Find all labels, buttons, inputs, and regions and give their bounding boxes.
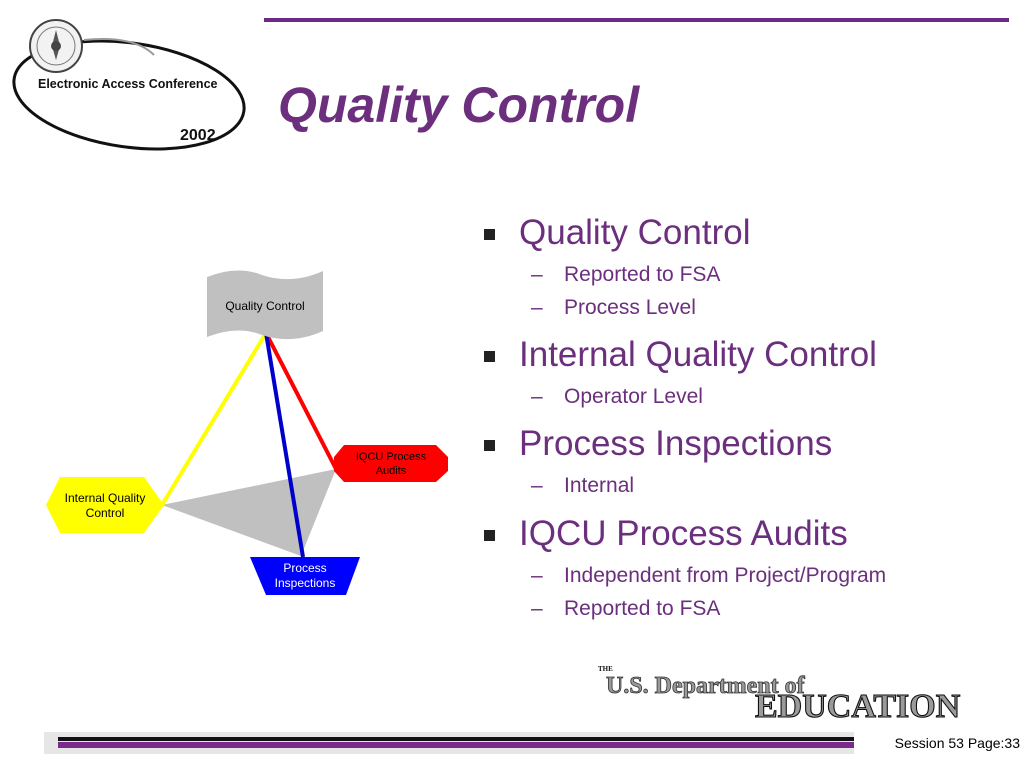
bullet-text: Process Inspections xyxy=(519,424,833,464)
sub-bullet-item: –Independent from Project/Program xyxy=(519,564,1000,588)
dash-marker: – xyxy=(531,596,543,620)
sub-bullet-text: Independent from Project/Program xyxy=(564,563,887,587)
node-process-inspections: Process Inspections xyxy=(250,557,360,595)
node-iqc-label-1: Internal Quality xyxy=(65,491,146,505)
square-bullet-icon xyxy=(484,351,495,363)
bullet-list: Quality Control –Reported to FSA –Proces… xyxy=(480,212,1000,621)
ed-logo-the: THE xyxy=(598,665,613,673)
bullet-text: Internal Quality Control xyxy=(519,335,877,375)
conference-name: Electronic Access Conference xyxy=(38,77,218,91)
bullet-item: IQCU Process Audits –Independent from Pr… xyxy=(480,513,1000,621)
node-quality-control-label: Quality Control xyxy=(225,299,304,313)
top-rule xyxy=(264,18,1009,22)
node-quality-control: Quality Control xyxy=(207,270,323,340)
sub-bullet-text: Process Level xyxy=(564,296,696,320)
sub-bullet-item: –Internal xyxy=(519,474,1000,498)
sub-bullet-text: Reported to FSA xyxy=(564,596,721,620)
node-iqcu-label-1: IQCU Process xyxy=(356,451,427,463)
dash-marker: – xyxy=(531,474,543,498)
node-iqcu-process-audits: IQCU Process Audits xyxy=(334,445,448,482)
sub-bullet-item: –Reported to FSA xyxy=(519,263,1000,287)
node-pi-label-1: Process xyxy=(283,561,326,575)
quality-diagram: Quality Control IQCU Process Audits Inte… xyxy=(46,270,448,595)
sub-bullet-item: –Process Level xyxy=(519,296,1000,320)
dash-marker: – xyxy=(531,385,543,409)
department-of-education-logo: THE U.S. Department of EDUCATION xyxy=(598,665,961,722)
red-edge xyxy=(264,332,338,470)
ed-logo-line1: U.S. Department of xyxy=(606,673,806,699)
seal-icon xyxy=(29,19,83,73)
square-bullet-icon xyxy=(484,529,495,541)
dash-marker: – xyxy=(531,563,543,587)
conference-year: 2002 xyxy=(180,127,216,144)
node-internal-quality-control: Internal Quality Control xyxy=(46,477,164,533)
sub-bullet-text: Internal xyxy=(564,474,635,498)
bottom-rule xyxy=(44,732,854,754)
dash-marker: – xyxy=(531,263,543,286)
bullet-item: Process Inspections –Internal xyxy=(480,423,1000,498)
bullet-text: IQCU Process Audits xyxy=(519,513,848,553)
gray-fan xyxy=(162,469,336,556)
sub-bullet-item: –Operator Level xyxy=(519,385,1000,409)
bullet-text: Quality Control xyxy=(519,213,751,252)
node-iqc-label-2: Control xyxy=(86,506,125,520)
node-pi-label-2: Inspections xyxy=(275,576,336,590)
square-bullet-icon xyxy=(484,229,495,240)
bullet-item: Quality Control –Reported to FSA –Proces… xyxy=(480,212,1000,320)
bullet-item: Internal Quality Control –Operator Level xyxy=(480,334,1000,409)
page-title: Quality Control xyxy=(278,77,640,133)
yellow-edge xyxy=(160,331,268,507)
conference-logo: Electronic Access Conference 2002 xyxy=(12,19,246,151)
sub-bullet-text: Operator Level xyxy=(564,385,703,409)
square-bullet-icon xyxy=(484,440,495,452)
footer-page-number: Session 53 Page:33 xyxy=(858,732,1020,754)
dash-marker: – xyxy=(531,296,543,320)
blue-edge xyxy=(264,332,305,558)
sub-bullet-item: –Reported to FSA xyxy=(519,597,1000,621)
ed-logo-line2: EDUCATION xyxy=(755,688,961,722)
node-iqcu-label-2: Audits xyxy=(376,465,407,477)
sub-bullet-text: Reported to FSA xyxy=(564,263,721,286)
